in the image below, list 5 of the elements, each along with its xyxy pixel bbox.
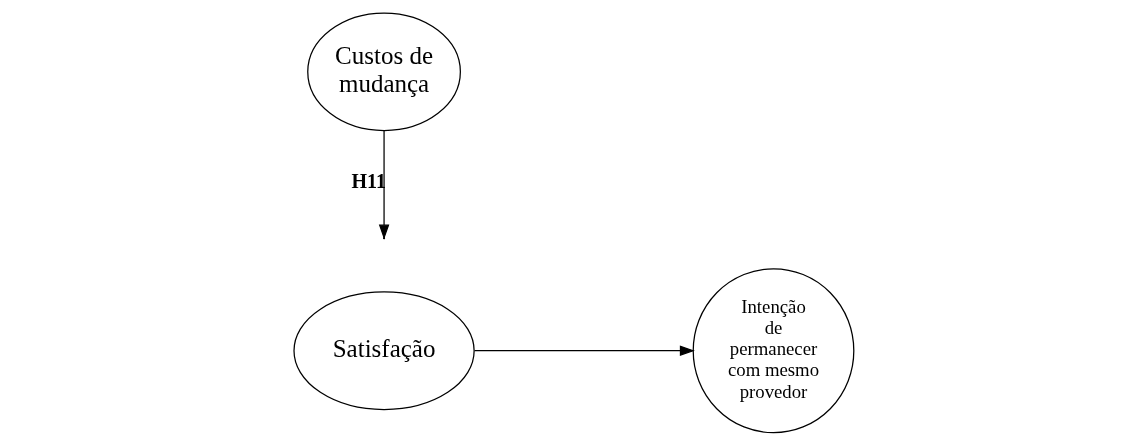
arrow — [473, 345, 695, 356]
node-ellipse: Satisfação — [293, 291, 475, 411]
node-ellipse: Custos de mudança — [307, 12, 461, 132]
node-circle: Intenção de permanecer com mesmo provedor — [692, 268, 855, 434]
arrow — [378, 130, 390, 240]
